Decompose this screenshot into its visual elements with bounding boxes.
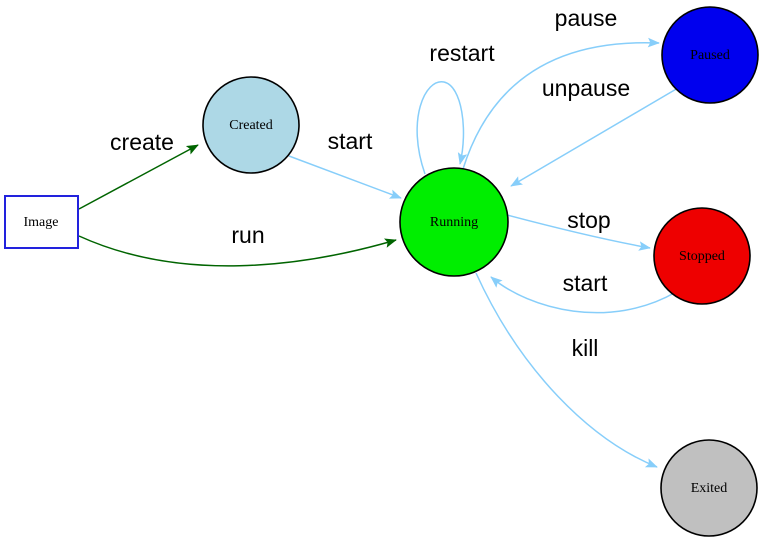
edge-label-start-created: start — [328, 128, 373, 154]
edge-unpause[interactable]: unpause — [510, 75, 679, 187]
edge-label-kill: kill — [572, 335, 599, 361]
running-node-shape — [399, 167, 509, 277]
edge-label-unpause: unpause — [542, 75, 630, 101]
node-created[interactable]: Created — [202, 76, 300, 174]
edge-label-restart: restart — [429, 40, 495, 66]
edge-label-start-stopped: start — [563, 270, 608, 296]
node-paused[interactable]: Paused — [661, 6, 759, 104]
stopped-node-shape — [653, 207, 751, 305]
edge-label-stop: stop — [567, 207, 610, 233]
created-node-shape — [202, 76, 300, 174]
edge-create[interactable]: create — [78, 129, 199, 210]
edge-start-created[interactable]: start — [288, 128, 402, 199]
edge-kill[interactable]: kill — [475, 272, 658, 468]
edge-label-create: create — [110, 129, 174, 155]
node-label-running: Running — [430, 215, 478, 230]
node-running[interactable]: Running — [399, 167, 509, 277]
edge-label-run: run — [231, 222, 264, 248]
exited-node-shape — [660, 439, 758, 537]
edge-restart[interactable]: restart — [416, 40, 495, 175]
node-label-paused: Paused — [690, 48, 730, 63]
node-label-exited: Exited — [691, 481, 728, 496]
edge-start-stopped[interactable]: start — [490, 270, 677, 314]
node-label-image: Image — [24, 215, 59, 230]
paused-node-shape — [661, 6, 759, 104]
node-image[interactable]: Image — [4, 195, 79, 249]
edge-label-pause: pause — [555, 5, 618, 31]
edge-pause[interactable]: pause — [462, 5, 660, 170]
node-label-stopped: Stopped — [679, 249, 725, 264]
node-exited[interactable]: Exited — [660, 439, 758, 537]
node-label-created: Created — [229, 118, 273, 133]
edge-stop[interactable]: stop — [506, 207, 651, 251]
edge-run[interactable]: run — [78, 222, 397, 267]
image-node-shape — [4, 195, 79, 249]
node-stopped[interactable]: Stopped — [653, 207, 751, 305]
